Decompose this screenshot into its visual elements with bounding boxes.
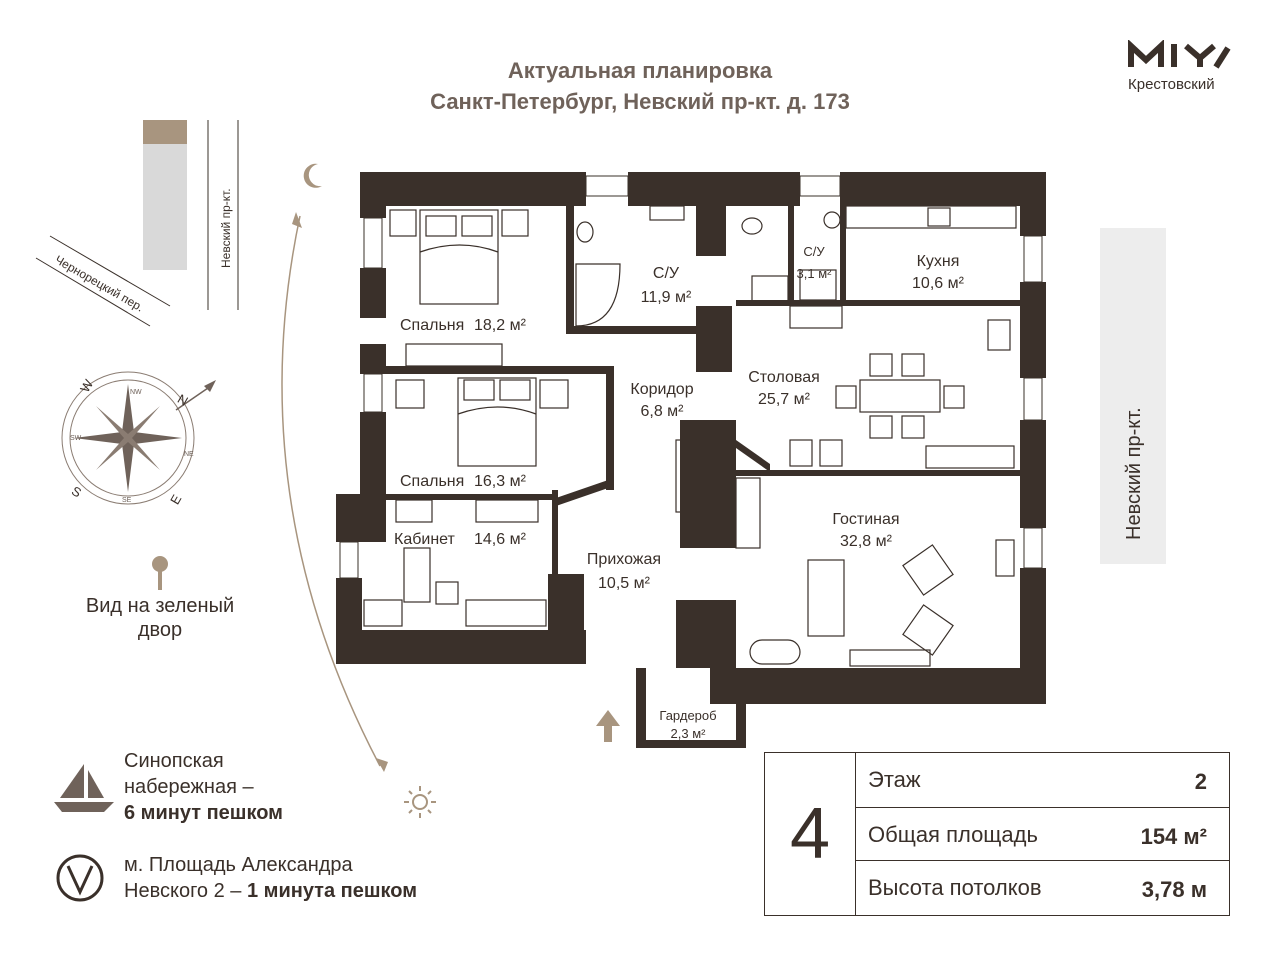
arrow-down-icon [376,758,388,772]
arrow-up-icon [292,212,302,228]
moon-icon [303,163,322,188]
compass-icon [61,371,216,505]
room-area: 16,3 м² [474,473,527,490]
krestovsky-logo-icon [1128,39,1232,75]
sun-path-arc [281,215,381,767]
room-name: Коридор [630,381,693,398]
metro-line: м. Площадь Александра [124,854,353,876]
spec-label: Общая площадь [868,822,1038,847]
spec-row-ceiling: Высота потолков 3,78 м [855,861,1229,915]
map-pin-icon [152,556,168,590]
room-area: 6,8 м² [640,403,684,420]
metro-line: Невского 2 – [124,880,247,902]
compass-letter: E [167,492,184,507]
building-strip-top [143,120,187,144]
room-area: 2,3 м² [671,726,707,741]
room-name: Кабинет [394,531,456,548]
spec-label: Этаж [868,767,921,792]
room-name: Гардероб [659,708,716,723]
street-label-nevsky-large: Невский пр-кт. [1123,407,1145,540]
street-label-nevsky-small: Невский пр-кт. [219,188,233,268]
compass-minor: SW [70,435,82,442]
page-title: Актуальная планировка [507,58,773,83]
street-line [49,235,171,307]
sofa-icon [807,559,845,637]
logo-name: Крестовский [1128,76,1215,93]
room-name: Прихожая [587,551,661,568]
spec-row-floor: Этаж 2 [855,753,1229,807]
room-name: Спальня [400,317,464,334]
compass-minor: NE [184,451,194,458]
room-area: 10,6 м² [912,275,965,292]
metro-icon [56,854,104,902]
spec-label: Высота потолков [868,875,1042,900]
floor-number: 4 [789,794,831,874]
street-nevsky-strip [1100,228,1166,564]
bed-icon [419,209,499,305]
spec-value: 3,78 м [1141,877,1207,902]
embankment-line: Синопская [124,750,224,772]
room-area: 3,1 м² [797,266,833,281]
compass-minor: NW [130,389,142,396]
page-subtitle-address: Санкт-Петербург, Невский пр-кт. д. 173 [430,89,850,114]
room-area: 14,6 м² [474,531,527,548]
room-name: Гостиная [832,511,899,528]
sun-icon [404,786,436,818]
embankment-walk-time: 6 минут пешком [124,802,283,824]
view-line: двор [137,619,183,641]
embankment-line: набережная – [124,776,254,798]
room-area: 18,2 м² [474,317,527,334]
metro-info: м. Площадь Александра Невского 2 – 1 мин… [124,852,417,904]
specs-table [764,752,1230,916]
room-name: С/У [653,265,680,282]
room-name: Столовая [748,369,820,386]
dining-table-icon [859,379,941,413]
entrance-arrow-icon [596,710,620,742]
street-line [35,257,151,327]
furniture [363,205,1017,667]
bed-icon [457,377,537,467]
room-area: 10,5 м² [598,575,651,592]
compass-minor: SE [122,497,132,504]
room-name: Кухня [917,253,960,270]
metro-walk-time: 1 минута пешком [246,880,418,902]
embankment-info: Синопская набережная – 6 минут пешком [124,748,283,826]
spec-row-area: Общая площадь 154 м² [855,807,1229,861]
room-name: С/У [803,244,825,259]
building-strip [143,144,187,270]
walls [336,172,1046,748]
spec-value: 2 [1194,769,1207,794]
compass-letter: S [69,483,84,500]
windows [339,175,1043,579]
room-area: 11,9 м² [641,289,692,306]
sailboat-icon [54,764,114,812]
view-line: Вид на зеленый [85,595,235,617]
spec-value: 154 м² [1140,824,1207,849]
room-area: 32,8 м² [840,533,893,550]
room-area: 25,7 м² [758,391,811,408]
room-labels: Спальня 18,2 м² С/У 11,9 м² С/У 3,1 м² К… [394,244,965,741]
view-note: Вид на зеленый двор [50,594,270,642]
room-name: Спальня [400,473,464,490]
